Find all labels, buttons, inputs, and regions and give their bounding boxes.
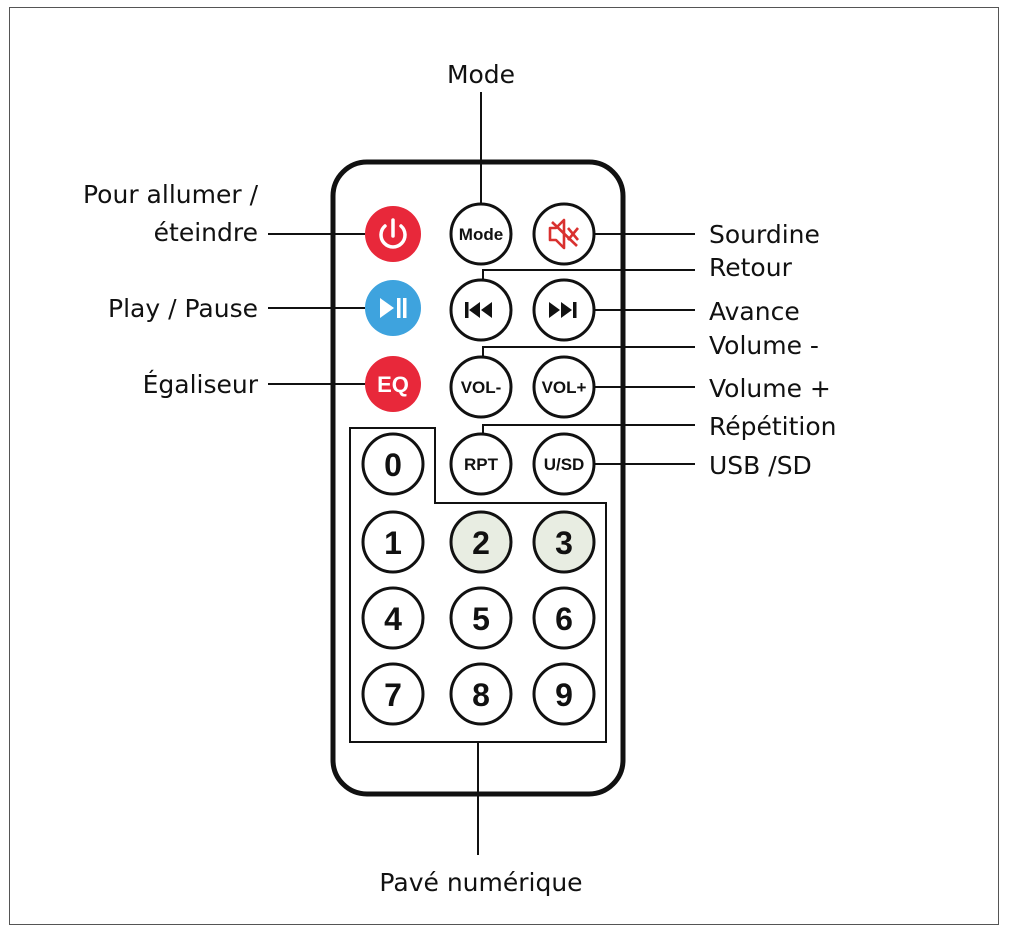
skip-back-icon (465, 302, 492, 318)
key-9-label: 9 (555, 677, 573, 713)
speaker-mute-icon (548, 218, 579, 250)
key-4-button[interactable]: 4 (361, 586, 425, 650)
key-1-label: 1 (384, 525, 402, 561)
skip-forward-icon (549, 302, 577, 318)
key-5-label: 5 (472, 601, 490, 637)
repeat-button[interactable]: RPT (449, 432, 513, 496)
mute-button[interactable] (532, 202, 596, 266)
repeat-button-label: RPT (464, 455, 499, 474)
key-8-button[interactable]: 8 (449, 662, 513, 726)
prev-button[interactable] (449, 278, 513, 342)
key-2-label: 2 (472, 525, 490, 561)
source-button[interactable]: U/SD (532, 432, 596, 496)
vol-up-button-label: VOL+ (542, 378, 587, 397)
label-power-line1: Pour allumer / (83, 180, 259, 209)
vol-up-button[interactable]: VOL+ (532, 355, 596, 419)
label-mode: Mode (447, 60, 515, 89)
label-equalizer: Égaliseur (143, 370, 259, 399)
key-8-label: 8 (472, 677, 490, 713)
label-next: Avance (709, 297, 800, 326)
key-1-button[interactable]: 1 (361, 510, 425, 574)
mode-button-label: Mode (459, 225, 503, 244)
keypad-outline (349, 427, 607, 743)
label-repeat: Répétition (709, 412, 837, 441)
label-vol-down: Volume - (709, 331, 819, 360)
key-2-button[interactable]: 2 (449, 510, 513, 574)
key-6-button[interactable]: 6 (532, 586, 596, 650)
vol-down-button[interactable]: VOL- (449, 355, 513, 419)
key-0-button[interactable]: 0 (361, 432, 425, 496)
key-3-button[interactable]: 3 (532, 510, 596, 574)
power-icon (379, 218, 407, 249)
mode-button[interactable]: Mode (449, 202, 513, 266)
label-play-pause: Play / Pause (108, 294, 258, 323)
play-pause-button[interactable] (365, 280, 421, 336)
eq-button[interactable]: EQ (365, 356, 421, 412)
source-button-label: U/SD (544, 455, 585, 474)
next-button[interactable] (532, 278, 596, 342)
label-prev: Retour (709, 253, 793, 282)
play-pause-icon (380, 298, 407, 318)
key-7-button[interactable]: 7 (361, 662, 425, 726)
key-9-button[interactable]: 9 (532, 662, 596, 726)
key-3-label: 3 (555, 525, 573, 561)
key-6-label: 6 (555, 601, 573, 637)
key-7-label: 7 (384, 677, 402, 713)
key-0-label: 0 (384, 447, 402, 483)
power-button[interactable] (365, 206, 421, 262)
eq-button-label: EQ (377, 372, 409, 397)
label-vol-up: Volume + (709, 374, 831, 403)
key-5-button[interactable]: 5 (449, 586, 513, 650)
label-keypad: Pavé numérique (379, 868, 582, 897)
key-4-label: 4 (384, 601, 402, 637)
label-mute: Sourdine (709, 220, 820, 249)
vol-down-button-label: VOL- (461, 378, 502, 397)
label-power-line2: éteindre (154, 218, 258, 247)
label-source: USB /SD (709, 451, 812, 480)
